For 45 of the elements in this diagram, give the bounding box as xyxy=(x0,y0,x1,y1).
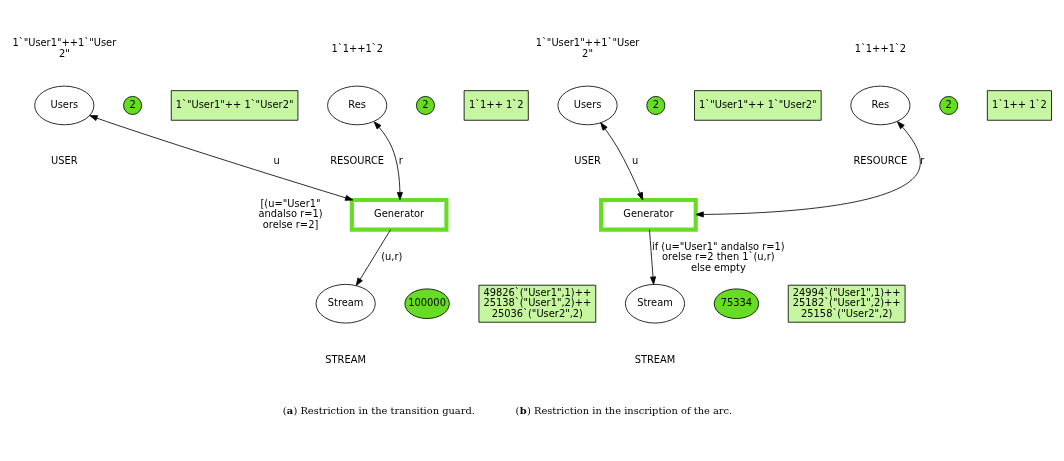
node-label: 1`"User1"++1`"User2" xyxy=(12,37,117,59)
edge-label: (u,r) xyxy=(381,251,403,263)
label: (b) Restriction in the inscription of the arc. xyxy=(515,404,733,416)
node-ellipse: 100000 xyxy=(404,288,450,319)
node-ellipse: Users xyxy=(34,85,95,126)
node-label: 1`1++1`2 xyxy=(854,42,907,54)
arrow xyxy=(600,122,644,201)
node-circle: 2 xyxy=(646,96,666,115)
node-box: 49826`("User1",1)++ 25138`("User1",2)++ 25036`("User2",2) xyxy=(478,284,597,323)
node-label: [(u="User1" andalso r=1) orelse r=2] xyxy=(258,197,323,231)
node-ellipse: Res xyxy=(327,85,388,126)
node-box: 24994`("User1",1)++ 25182`("User1",2)++ 25158`("User2",2) xyxy=(787,284,906,323)
node-box: 1`1++ 1`2 xyxy=(463,90,529,121)
node-box: 1`"User1"++ 1`"User2" xyxy=(170,90,299,121)
node-ellipse: Users xyxy=(557,85,618,126)
node-label: RESOURCE xyxy=(330,155,385,167)
node-label: STREAM xyxy=(325,353,366,365)
node-ellipse: Stream xyxy=(315,283,376,324)
edge-label: u xyxy=(273,155,280,167)
node-label: STREAM xyxy=(634,353,676,365)
edge-label: r xyxy=(398,155,403,167)
arrow xyxy=(373,121,403,201)
node-label: 1`"User1"++1`"User2" xyxy=(535,37,640,59)
node-box: 1`"User1"++ 1`"User2" xyxy=(694,90,822,121)
node-ellipse: 75334 xyxy=(713,288,760,319)
node-label: USER xyxy=(574,155,601,167)
node-circle: 2 xyxy=(123,96,143,115)
node-label: USER xyxy=(51,155,78,167)
arrow xyxy=(89,115,354,201)
node-circle: 2 xyxy=(939,96,959,115)
label: (a) Restriction in the transition guard. xyxy=(282,404,475,416)
node-box: Generator xyxy=(349,198,449,232)
arrow xyxy=(355,229,391,287)
arrow xyxy=(695,121,921,218)
edge-label: u xyxy=(632,155,639,167)
node-box: 1`1++ 1`2 xyxy=(986,90,1052,121)
node-ellipse: Stream xyxy=(624,283,685,324)
arrow xyxy=(649,229,657,285)
node-circle: 2 xyxy=(416,96,435,115)
node-box: Generator xyxy=(599,198,698,232)
node-label: 1`1++1`2 xyxy=(331,42,383,54)
edge-label: if (u="User1" andalso r=1) orelse r=2 then 1`(u,r) else empty xyxy=(651,240,785,273)
edge-label: r xyxy=(920,155,925,167)
node-ellipse: Res xyxy=(850,85,911,126)
node-label: RESOURCE xyxy=(853,155,908,167)
